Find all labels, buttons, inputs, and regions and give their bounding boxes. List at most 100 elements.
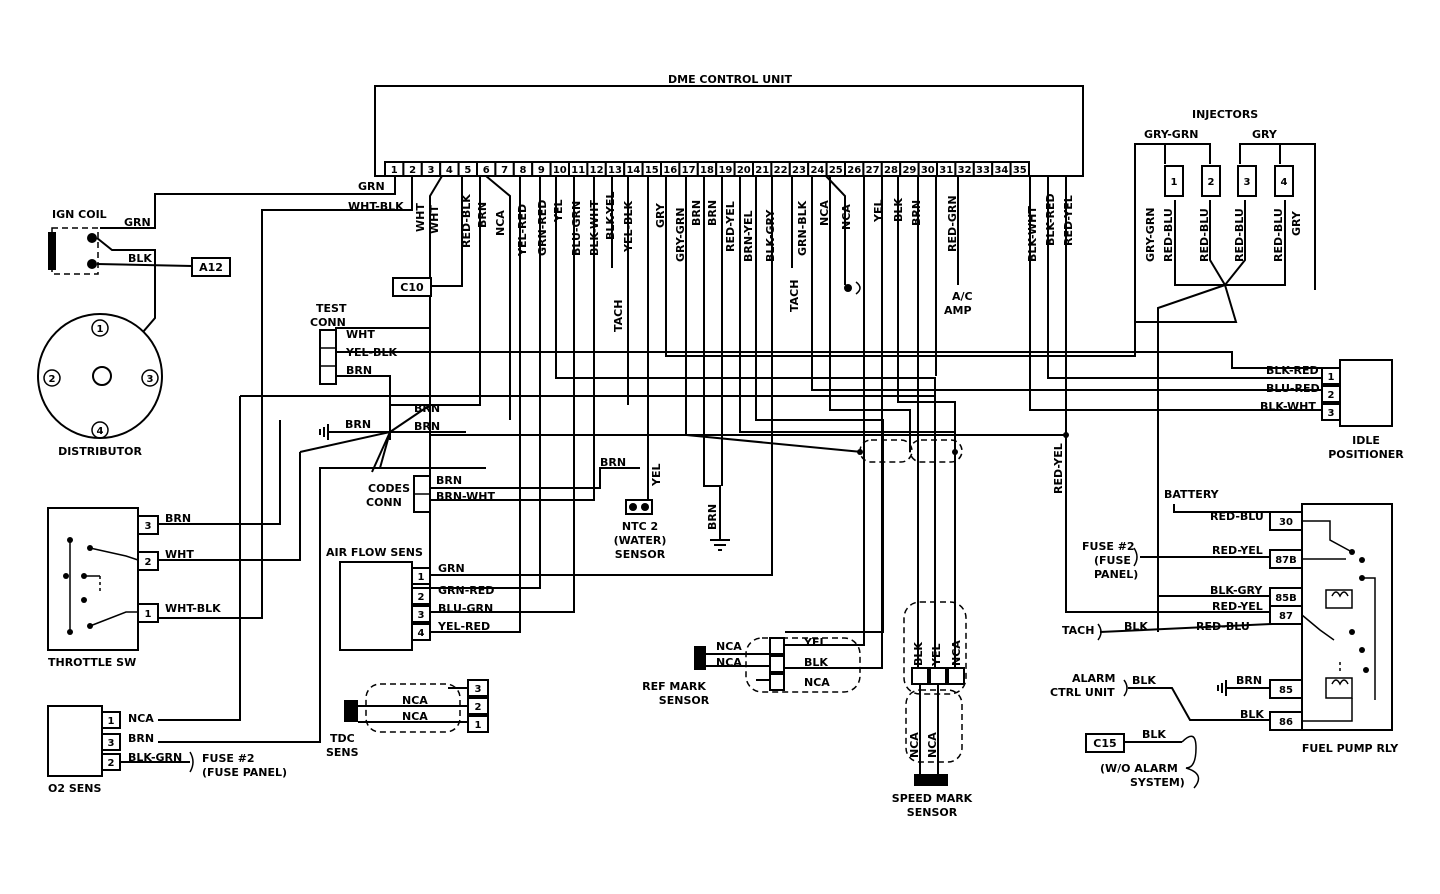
svg-text:2: 2 xyxy=(145,557,152,568)
throttle-sw-title: THROTTLE SW xyxy=(48,656,136,669)
ntc-wire-yel: YEL xyxy=(650,464,663,488)
ntc-title-3: SENSOR xyxy=(615,548,666,561)
tdc-pins: 3 2 1 xyxy=(467,679,489,733)
ign-coil-blk: BLK xyxy=(128,252,152,265)
ecu-pin-label-17: 17 xyxy=(682,165,696,176)
ecu-pin-label-27: 27 xyxy=(866,165,880,176)
fp-wire-10: BLK xyxy=(1142,728,1166,741)
fp-fuse-1: FUSE #2 xyxy=(1082,540,1135,553)
tdc-wire-2: NCA xyxy=(402,710,428,723)
fp-wire-3: BLK-GRY xyxy=(1210,584,1263,597)
ecu-pin-label-21: 21 xyxy=(755,165,769,176)
fp-wo-2: SYSTEM) xyxy=(1130,776,1185,789)
ecu-wire-label-tach2: TACH xyxy=(788,280,801,312)
inj-wire-1: GRY-GRN xyxy=(1144,207,1157,262)
ref-mark-right-3: NCA xyxy=(804,676,830,689)
o2-fuse-label: FUSE #2 xyxy=(202,752,255,765)
ecu-wire-label-p5b: NCA xyxy=(494,210,507,236)
air-flow-wire-4: YEL-RED xyxy=(437,620,490,633)
svg-text:2: 2 xyxy=(475,702,482,713)
ecu-wire-label-p15: BRN xyxy=(690,200,703,226)
fp-battery: BATTERY xyxy=(1164,488,1220,501)
ign-coil-grn: GRN xyxy=(124,216,151,229)
test-conn-wire-3: BRN xyxy=(346,364,372,377)
svg-text:2: 2 xyxy=(49,374,56,385)
c10-box xyxy=(392,277,432,297)
c15-label: C15 xyxy=(1093,737,1116,750)
ign-coil-title: IGN COIL xyxy=(52,208,107,221)
ecu-pin-label-20: 20 xyxy=(737,165,751,176)
injector-wiring xyxy=(1134,143,1316,632)
ntc-wire-brn: BRN xyxy=(600,456,626,469)
idle-pos-wire-1: BLK-RED xyxy=(1266,364,1319,377)
idle-pos-wire-2: BLU-RED xyxy=(1266,382,1320,395)
air-flow-box xyxy=(339,561,413,651)
svg-text:30: 30 xyxy=(1279,517,1293,528)
svg-text:4: 4 xyxy=(418,628,425,639)
svg-text:87B: 87B xyxy=(1275,555,1297,566)
ign-coil-blk-wire xyxy=(96,263,193,267)
c10-label: C10 xyxy=(400,281,424,294)
injectors-title: INJECTORS xyxy=(1192,108,1258,121)
speed-mark-bottom-2: NCA xyxy=(926,732,939,758)
ecu-wire-label-p3: WHT xyxy=(428,205,441,234)
codes-conn-wire-2: BRN-WHT xyxy=(436,490,495,503)
ecu-pin-label-11: 11 xyxy=(571,165,585,176)
ecu-wire-label-p21: NCA xyxy=(818,200,831,226)
throttle-sw-wire-1: BRN xyxy=(165,512,191,525)
speed-mark-title-2: SENSOR xyxy=(907,806,958,819)
ecu-wire-label-p22: NCA xyxy=(840,204,853,230)
tdc-sens-body xyxy=(344,700,358,722)
svg-text:3: 3 xyxy=(145,521,152,532)
ecu-wire-label-p33: BLK-WHT xyxy=(1026,206,1039,262)
ecu-wire-label-p13: GRY xyxy=(654,202,667,228)
fp-relay-terms: 30 87B 85B 87 85 86 xyxy=(1269,511,1303,731)
ecu-pin-label-29: 29 xyxy=(902,165,916,176)
ground-brn-1: BRN xyxy=(345,418,371,431)
ref-mark-wire-2: NCA xyxy=(716,656,742,669)
ecu-pin-label-8: 8 xyxy=(520,165,527,176)
ecu-wire-label-p9: BLU-GRN xyxy=(570,201,583,256)
fp-wire-8: BRN xyxy=(1236,674,1262,687)
air-flow-wire-3: BLU-GRN xyxy=(438,602,493,615)
speed-mark-shield-bottom xyxy=(905,689,963,763)
tdc-wire-1: NCA xyxy=(402,694,428,707)
speed-mark-top-1: BLK xyxy=(912,642,925,666)
injector-bodies: 1 2 3 4 xyxy=(1164,165,1294,197)
speed-mark-title-1: SPEED MARK xyxy=(892,792,973,805)
ground-star xyxy=(299,404,466,473)
ecu-pin-label-1: 1 xyxy=(391,165,398,176)
tdc-shield xyxy=(365,683,461,733)
ecu-wire-label-top_whtblk: WHT-BLK xyxy=(348,200,404,213)
distributor-terminals: 1 2 3 4 xyxy=(43,319,159,439)
ground-symbol-relay xyxy=(1217,680,1272,696)
ecu-wire-label-p26: BRN xyxy=(910,200,923,226)
ac-amp-2: AMP xyxy=(944,304,972,317)
distributor-center xyxy=(92,366,112,386)
speed-mark-top-3: NCA xyxy=(950,640,963,666)
ecu-pin-label-7: 7 xyxy=(501,165,508,176)
o2-sens-title: O2 SENS xyxy=(48,782,101,795)
fp-wire-9: BLK xyxy=(1240,708,1264,721)
svg-text:2: 2 xyxy=(1208,177,1215,188)
ecu-pin-35 xyxy=(1009,161,1030,177)
svg-text:3: 3 xyxy=(475,684,482,695)
svg-text:3: 3 xyxy=(108,738,115,749)
a12-label: A12 xyxy=(199,261,223,274)
throttle-sw-contacts xyxy=(63,537,139,635)
fp-fuse-3: PANEL) xyxy=(1094,568,1138,581)
inj-wire-6: GRY xyxy=(1290,210,1303,236)
ecu-pin-label-24: 24 xyxy=(810,165,824,176)
ref-mark-pins xyxy=(769,637,785,691)
ecu-pin-label-12: 12 xyxy=(590,165,604,176)
ecu-wire-label-tach1: TACH xyxy=(612,300,625,332)
speed-mark-shield-top xyxy=(903,601,967,695)
idle-pos-title-2: POSITIONER xyxy=(1328,448,1404,461)
ecu-title: DME CONTROL UNIT xyxy=(668,73,792,86)
fp-wire-5: BLK xyxy=(1124,620,1148,633)
shield-loop-2 xyxy=(909,439,963,463)
speed-mark-body xyxy=(914,774,948,786)
o2-sens-box xyxy=(47,705,103,777)
red-yel-vertical: RED-YEL xyxy=(1052,443,1065,494)
